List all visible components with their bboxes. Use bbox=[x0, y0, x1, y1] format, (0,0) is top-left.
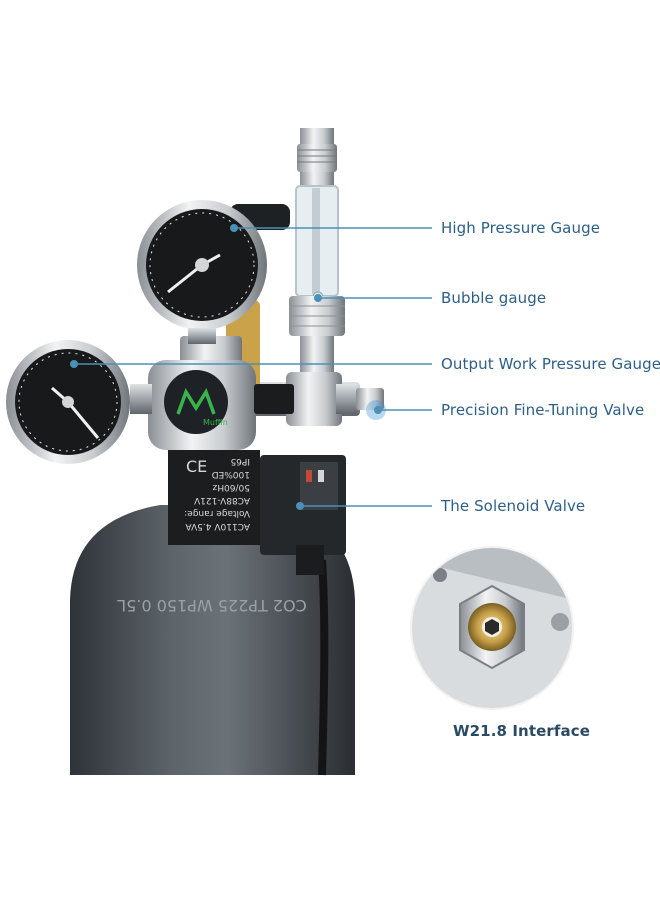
interface-inset bbox=[410, 546, 574, 710]
callout-output-pressure-gauge: Output Work Pressure Gauge bbox=[441, 355, 660, 373]
solenoid-spec-5: 100%ED bbox=[212, 469, 250, 479]
solenoid-spec-4: 50/60Hz bbox=[212, 482, 250, 492]
solenoid-spec-6: IP65 bbox=[230, 456, 250, 466]
callout-dot-output-pressure bbox=[70, 360, 78, 368]
cylinder-engraving: CO2 TP225 WP150 0.5L bbox=[117, 596, 307, 615]
interface-caption: W21.8 Interface bbox=[453, 722, 590, 740]
callout-solenoid-valve: The Solenoid Valve bbox=[441, 497, 586, 515]
co2-cylinder: CO2 TP225 WP150 0.5L bbox=[70, 505, 355, 775]
callout-lines bbox=[74, 227, 432, 507]
callout-dot-fine-tuning bbox=[374, 406, 382, 414]
bubble-counter bbox=[289, 128, 345, 384]
callout-dot-high-pressure bbox=[230, 224, 238, 232]
callout-fine-tuning-valve: Precision Fine-Tuning Valve bbox=[441, 401, 645, 419]
ce-mark: CE bbox=[186, 457, 207, 476]
callout-dot-bubble bbox=[314, 294, 322, 302]
callout-bubble-gauge: Bubble gauge bbox=[441, 289, 547, 307]
high-pressure-gauge bbox=[137, 200, 290, 344]
callout-high-pressure-gauge: High Pressure Gauge bbox=[441, 219, 601, 237]
solenoid-spec-3: AC88V-121V bbox=[193, 495, 250, 505]
callout-dot-solenoid bbox=[296, 502, 304, 510]
regulator-logo-badge bbox=[164, 370, 228, 434]
solenoid-spec-2: Voltage range: bbox=[184, 508, 250, 518]
solenoid-cable bbox=[318, 559, 329, 776]
solenoid-spec-1: AC110V 4.5VA bbox=[185, 521, 250, 531]
regulator-logo-text: Muffin bbox=[203, 418, 228, 427]
output-pressure-gauge bbox=[6, 340, 130, 464]
